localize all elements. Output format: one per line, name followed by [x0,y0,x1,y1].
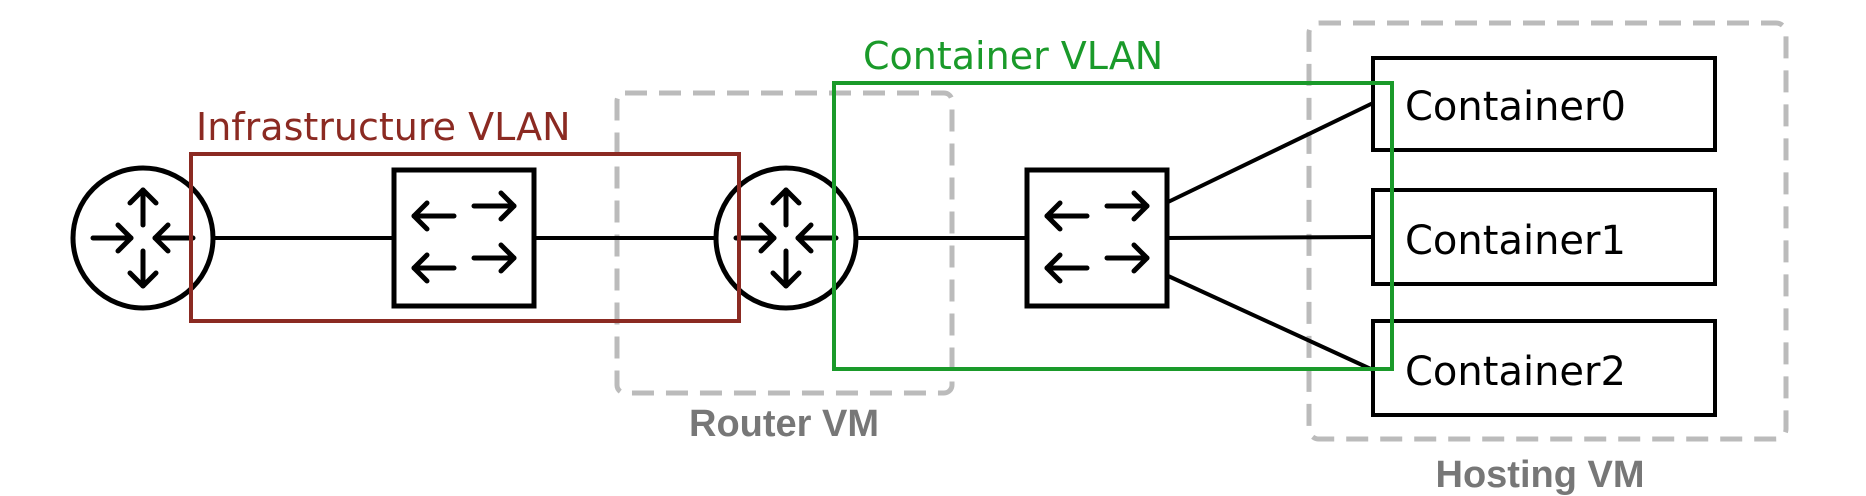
infrastructure-vlan-boundary [189,152,741,323]
hosting-vm-label: Hosting VM [1436,454,1645,496]
infrastructure-vlan-label: Infrastructure VLAN [196,105,571,149]
container-label: Container0 [1405,84,1626,130]
switch-icon [1027,170,1167,306]
switch-icon [394,170,534,306]
container-box: Container0 [1371,56,1717,152]
container-label: Container2 [1405,349,1626,395]
container-box: Container2 [1371,319,1717,417]
links [213,101,1374,372]
router-vm-boundary [614,90,955,396]
container-box: Container1 [1371,188,1717,286]
container-vlan-label: Container VLAN [863,34,1163,78]
router-vm-label: Router VM [689,403,879,445]
container-label: Container1 [1405,218,1626,264]
container-vlan-boundary [832,81,1394,371]
